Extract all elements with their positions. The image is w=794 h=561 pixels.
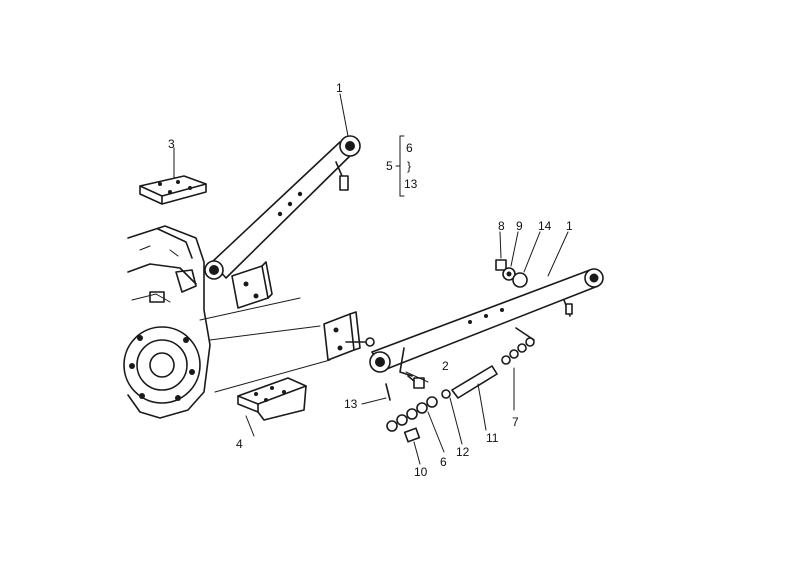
- callout-5: 5: [386, 159, 393, 173]
- callout-6: 6: [440, 455, 447, 469]
- upper-lift-arm: [204, 135, 361, 280]
- callout-10: 10: [414, 465, 428, 479]
- range-bracket: [395, 135, 405, 197]
- leader-lines: [339, 93, 569, 465]
- callout-7: 7: [512, 415, 519, 429]
- callout-9: 9: [516, 219, 523, 233]
- callout-12: 12: [456, 445, 470, 459]
- callout-1-top: 1: [336, 81, 343, 95]
- lower-lift-arm: [369, 268, 604, 377]
- callout-1-right: 1: [566, 219, 573, 233]
- transmission-housing: [123, 225, 211, 419]
- bracket-4: [237, 377, 307, 437]
- callout-13-bracket: 13: [404, 177, 418, 191]
- callout-14: 14: [538, 219, 552, 233]
- callout-2: 2: [442, 359, 449, 373]
- callout-11: 11: [486, 431, 499, 445]
- callout-labels: 1 1 2 3 4 5 6 } 13 6 7 8 9 10 11 12 13 1…: [168, 81, 573, 479]
- callout-13: 13: [344, 397, 358, 411]
- callout-4: 4: [236, 437, 243, 451]
- callout-8: 8: [498, 219, 505, 233]
- plate-3: [139, 147, 207, 205]
- callout-3: 3: [168, 137, 175, 151]
- callout-6-bracket: 6: [406, 141, 413, 155]
- upper-bracket: [199, 261, 301, 321]
- range-mark: }: [407, 159, 411, 173]
- mid-bracket: [209, 311, 375, 393]
- nut-washer-set: [495, 259, 528, 288]
